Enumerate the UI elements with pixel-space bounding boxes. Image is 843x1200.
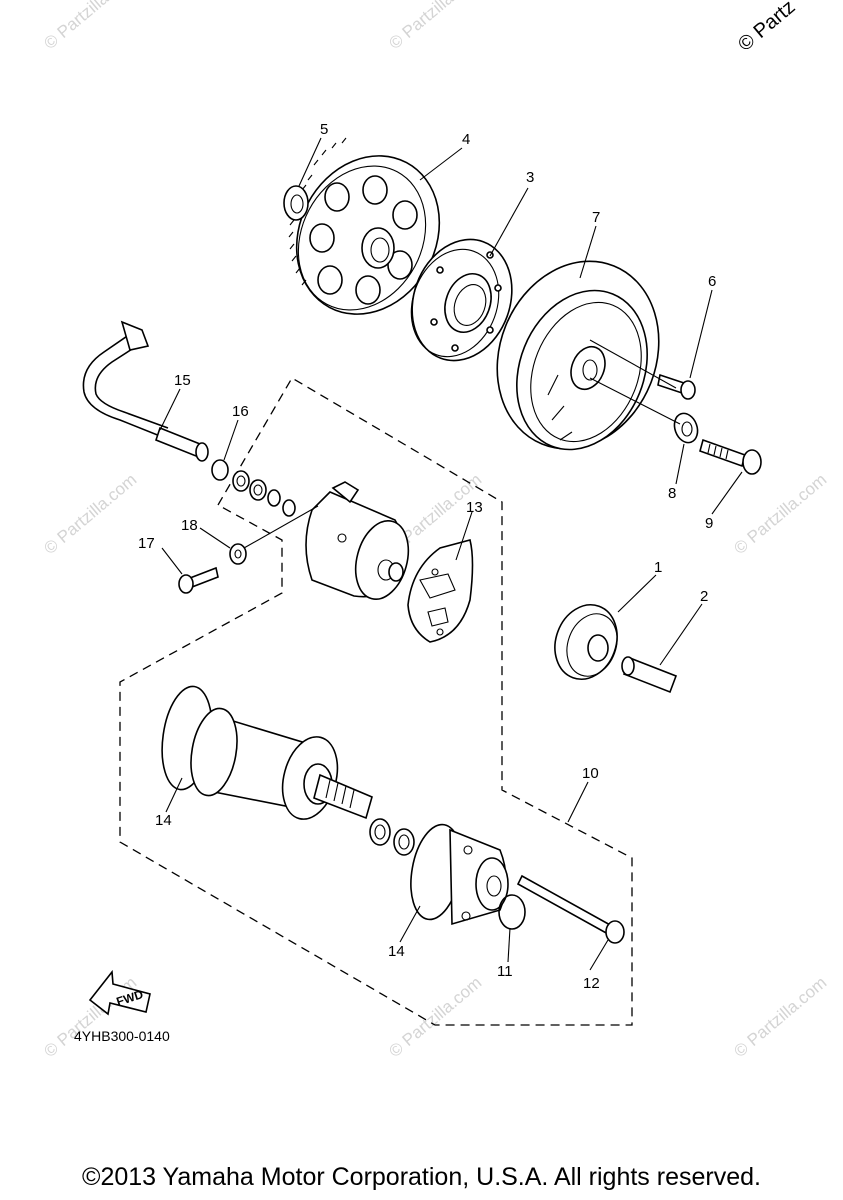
watermark: © Partzilla.com (40, 973, 140, 1061)
part-9-bolt (699, 438, 762, 475)
watermark: © Partzilla.com (40, 470, 140, 558)
part-5-washer (283, 185, 309, 221)
watermark: © Partzilla.com (730, 470, 830, 558)
callout-labels: 1 2 3 4 5 6 7 8 9 10 11 12 13 14 14 15 1… (138, 121, 716, 992)
watermark: © Partzilla.com (385, 973, 485, 1061)
starter-rear-cover (410, 823, 509, 926)
fwd-arrow-icon: FWD (88, 969, 151, 1016)
part-18-washer (229, 543, 247, 565)
callout-11: 11 (497, 963, 513, 980)
watermark: © Partzilla.com (730, 973, 830, 1061)
callout-4: 4 (462, 131, 470, 148)
callout-13: 13 (466, 499, 483, 516)
callout-3: 3 (526, 169, 534, 186)
corner-watermark: © Partz (734, 0, 799, 56)
part-11-o-ring (498, 894, 526, 930)
callout-1: 1 (654, 559, 662, 576)
part-8-washer (673, 412, 699, 444)
callout-7: 7 (592, 209, 600, 226)
callout-14: 14 (388, 943, 405, 960)
callout-9: 9 (705, 515, 713, 532)
part-1-pinion-gear (554, 604, 618, 680)
watermark: © Partzilla.com (385, 0, 485, 53)
part-2-shaft (621, 656, 678, 694)
part-13-brush-holder (407, 539, 474, 643)
part-4-starter-gear (288, 137, 441, 315)
starter-front-cover (305, 481, 410, 600)
callout-5: 5 (320, 121, 328, 138)
part-16-nut (211, 459, 296, 517)
part-17-bolt (178, 566, 219, 594)
leader-lines (159, 137, 743, 971)
callout-16: 16 (232, 403, 249, 420)
callout-15: 15 (174, 372, 191, 389)
callout-17: 17 (138, 535, 155, 552)
part-6-bolt (657, 373, 696, 400)
callout-2: 2 (700, 588, 708, 605)
assembly-outline-10 (119, 377, 633, 1026)
part-7-rotor (496, 260, 660, 451)
callout-18: 18 (181, 517, 198, 534)
diagram-code: 4YHB300-0140 (74, 1028, 170, 1044)
callout-12: 12 (583, 975, 600, 992)
part-3-one-way-clutch (410, 238, 513, 362)
part-15-cable (82, 320, 209, 462)
callout-14: 14 (155, 812, 172, 829)
armature (161, 685, 415, 856)
watermark: © Partzilla.com (40, 0, 140, 53)
copyright-notice: ©2013 Yamaha Motor Corporation, U.S.A. A… (82, 1163, 761, 1191)
callout-8: 8 (668, 485, 676, 502)
callout-10: 10 (582, 765, 599, 782)
callout-6: 6 (708, 273, 716, 290)
part-12-through-bolt (516, 874, 625, 944)
